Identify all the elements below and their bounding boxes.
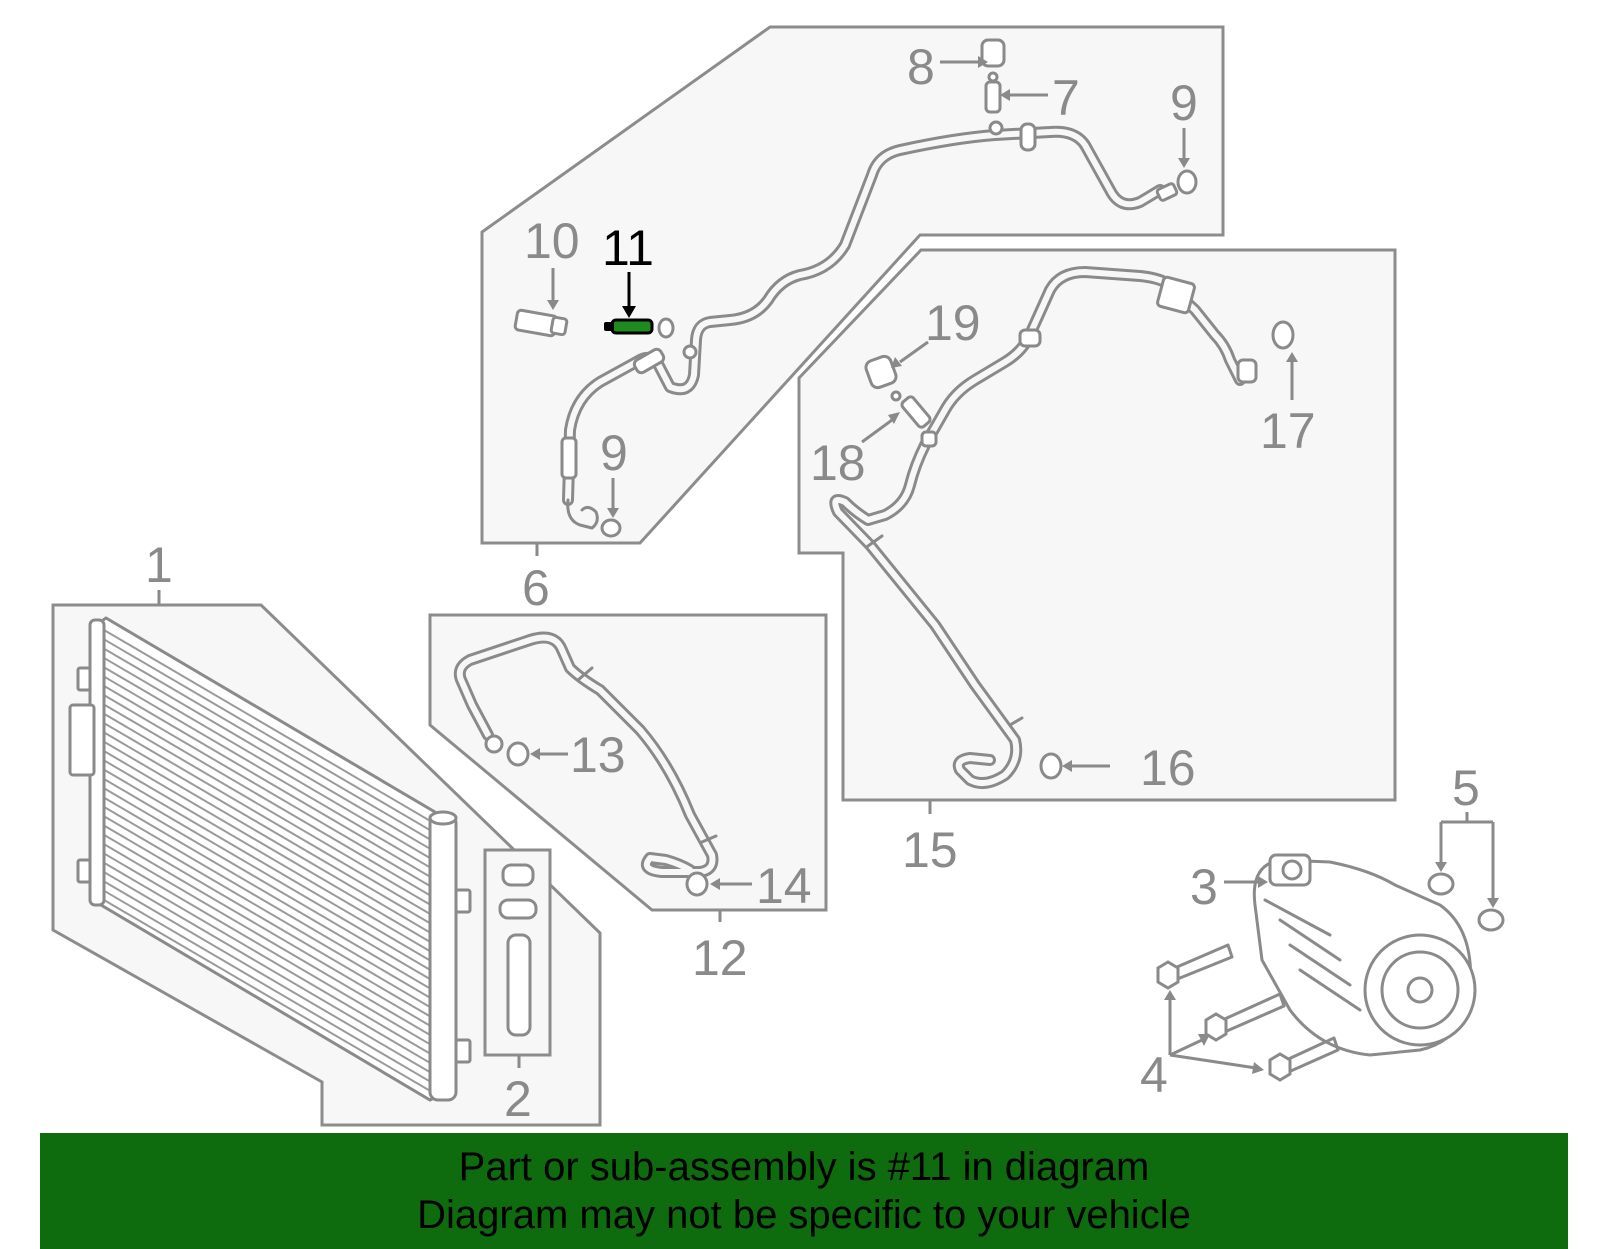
condenser-fin <box>103 647 433 842</box>
liquid-line-12 <box>453 631 719 878</box>
suction-line-15 <box>829 266 1258 790</box>
leader-19 <box>899 340 929 364</box>
info-banner: Part or sub-assembly is #11 in diagram D… <box>40 1133 1568 1249</box>
o-ring-part-16 <box>1039 752 1063 780</box>
callout-18: 18 <box>810 435 866 491</box>
banner-line-1: Part or sub-assembly is #11 in diagram <box>458 1145 1150 1189</box>
callout-6: 6 <box>522 560 550 616</box>
leader-5 <box>1439 812 1495 898</box>
o-ring-part-13 <box>506 741 530 767</box>
callout-8: 8 <box>907 39 935 95</box>
callout-13: 13 <box>570 727 626 783</box>
pressure-line-6 <box>560 120 1179 530</box>
o-ring-part-17 <box>1271 320 1295 350</box>
condenser-fin <box>103 796 433 991</box>
callout-5: 5 <box>1452 760 1480 816</box>
pressure-sensor-part-10 <box>513 308 569 338</box>
callout-7: 7 <box>1052 70 1080 126</box>
callout-14: 14 <box>756 858 812 914</box>
panel-line-assembly-6 <box>480 25 1225 545</box>
condenser-fin <box>103 787 433 982</box>
condenser-part-1 <box>68 616 472 1102</box>
callout-9-upper: 9 <box>1170 75 1198 131</box>
bushing-part-5 <box>1427 872 1505 932</box>
condenser-fin <box>103 712 433 907</box>
condenser-fin <box>103 861 433 1056</box>
condenser-fin <box>103 768 433 963</box>
condenser-fin <box>103 722 433 916</box>
condenser-fin <box>103 852 433 1047</box>
condenser-fin <box>103 806 433 1000</box>
condenser-fin <box>103 843 433 1038</box>
callout-10: 10 <box>524 213 580 269</box>
condenser-fin <box>103 657 433 851</box>
condenser-fin <box>103 703 433 898</box>
valve-cap-part-8 <box>980 38 1006 68</box>
condenser-fin <box>103 871 433 1065</box>
condenser-fin <box>103 638 433 833</box>
valve-part-11 <box>604 317 675 339</box>
condenser-fin <box>103 889 433 1084</box>
condenser-fin <box>103 684 433 879</box>
callout-19: 19 <box>925 295 981 351</box>
o-ring-part-14 <box>685 871 709 897</box>
callout-3: 3 <box>1190 859 1218 915</box>
condenser-fin <box>103 899 433 1093</box>
condenser-fins <box>103 629 433 1093</box>
condenser-fin <box>103 666 433 861</box>
panel-line-assembly-12 <box>428 613 828 912</box>
leader-4 <box>1168 1000 1257 1070</box>
service-valve-part-18 <box>890 390 932 429</box>
callout-17: 17 <box>1260 403 1316 459</box>
condenser-fin <box>103 750 433 944</box>
panel-line-assembly-15 <box>797 248 1397 802</box>
condenser-fin <box>103 833 433 1028</box>
condenser-fin <box>103 824 433 1019</box>
condenser-fin <box>103 675 433 870</box>
condenser-fin <box>103 694 433 889</box>
leader-18 <box>861 418 893 444</box>
condenser-fin <box>103 880 433 1075</box>
callout-11: 11 <box>602 220 654 276</box>
service-valve-part-7 <box>984 71 1002 114</box>
callout-12: 12 <box>692 930 748 986</box>
callout-15: 15 <box>902 822 958 878</box>
o-ring-part-9-lower <box>600 518 622 538</box>
callout-4: 4 <box>1140 1047 1168 1103</box>
callout-9-lower: 9 <box>600 425 628 481</box>
o-ring-part-9-upper <box>1176 169 1198 195</box>
condenser-fin <box>103 629 433 823</box>
drier-part-2 <box>498 863 538 1037</box>
banner-line-2: Diagram may not be specific to your vehi… <box>417 1193 1191 1237</box>
condenser-fin <box>103 778 433 972</box>
compressor-part-3 <box>1252 853 1477 1057</box>
condenser-fin <box>103 731 433 926</box>
callout-2: 2 <box>504 1071 532 1127</box>
callout-1: 1 <box>145 537 173 593</box>
condenser-fin <box>103 759 433 954</box>
condenser-fin <box>103 740 433 935</box>
condenser-fin <box>103 815 433 1010</box>
callout-16: 16 <box>1140 740 1196 796</box>
